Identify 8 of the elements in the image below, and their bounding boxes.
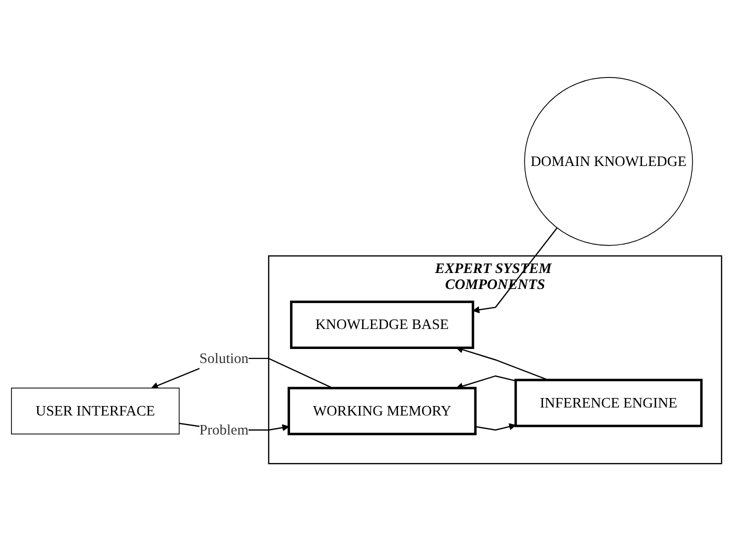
node-box: WORKING MEMORY xyxy=(288,387,477,436)
node-circle: DOMAIN KNOWLEDGE xyxy=(524,78,693,246)
node-box: INFERENCE ENGINE xyxy=(514,379,703,428)
node-box: KNOWLEDGE BASE xyxy=(290,301,474,350)
edge-label: Solution xyxy=(199,350,249,367)
node-box: USER INTERFACE xyxy=(11,388,180,435)
edge-label: Problem xyxy=(199,422,249,438)
arrow xyxy=(475,424,516,432)
